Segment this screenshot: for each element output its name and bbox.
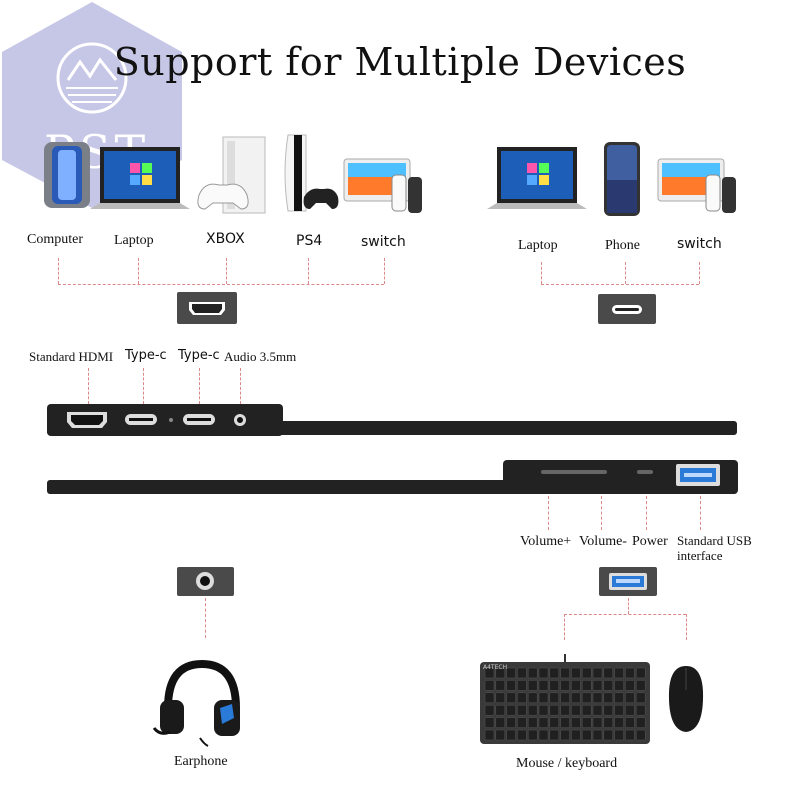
audio-jack-box [177, 567, 234, 596]
label-switch: switch [361, 234, 406, 250]
label-standard-hdmi: Standard HDMI [29, 349, 114, 364]
page-title: Support for Multiple Devices [113, 40, 687, 84]
label-volume-minus: Volume- [579, 534, 627, 549]
label-earphone: Earphone [174, 754, 228, 769]
label-xbox: XBOX [206, 231, 245, 247]
label-laptop: Laptop [114, 233, 154, 248]
hdmi-port-box [177, 292, 237, 324]
computer-icon [44, 142, 90, 208]
label-usb-line2: interface [677, 548, 723, 563]
laptop-icon [90, 147, 190, 209]
keyboard-icon [480, 654, 650, 744]
label-ps4: PS4 [296, 233, 323, 249]
switch-icon-right [657, 158, 736, 213]
usb-c-port-box [598, 294, 656, 324]
label-computer: Computer [27, 232, 83, 247]
label-volume-plus: Volume+ [520, 534, 572, 549]
label-phone: Phone [605, 238, 640, 253]
headphone-icon [152, 659, 240, 747]
phone-icon [604, 142, 640, 216]
keyboard-brand: A4TECH [483, 664, 508, 671]
monitor-panel-top [47, 421, 737, 435]
monitor-top-ports [67, 412, 246, 428]
label-power: Power [632, 534, 668, 549]
label-usb-line1: Standard USB [677, 533, 752, 548]
xbox-icon [197, 136, 266, 214]
label-mouse-keyboard: Mouse / keyboard [516, 756, 618, 771]
label-type-c-2: Type-c [178, 348, 220, 363]
label-type-c-1: Type-c [125, 348, 167, 363]
mouse-icon [668, 666, 704, 732]
label-audio: Audio 3.5mm [224, 349, 297, 364]
monitor-bottom-controls [541, 464, 720, 486]
switch-icon [343, 158, 422, 213]
ps4-icon [284, 134, 339, 212]
label-switch-right: switch [677, 236, 722, 252]
usb-a-port-box [599, 567, 657, 596]
label-laptop-right: Laptop [518, 238, 558, 253]
laptop-icon-right [487, 147, 587, 209]
